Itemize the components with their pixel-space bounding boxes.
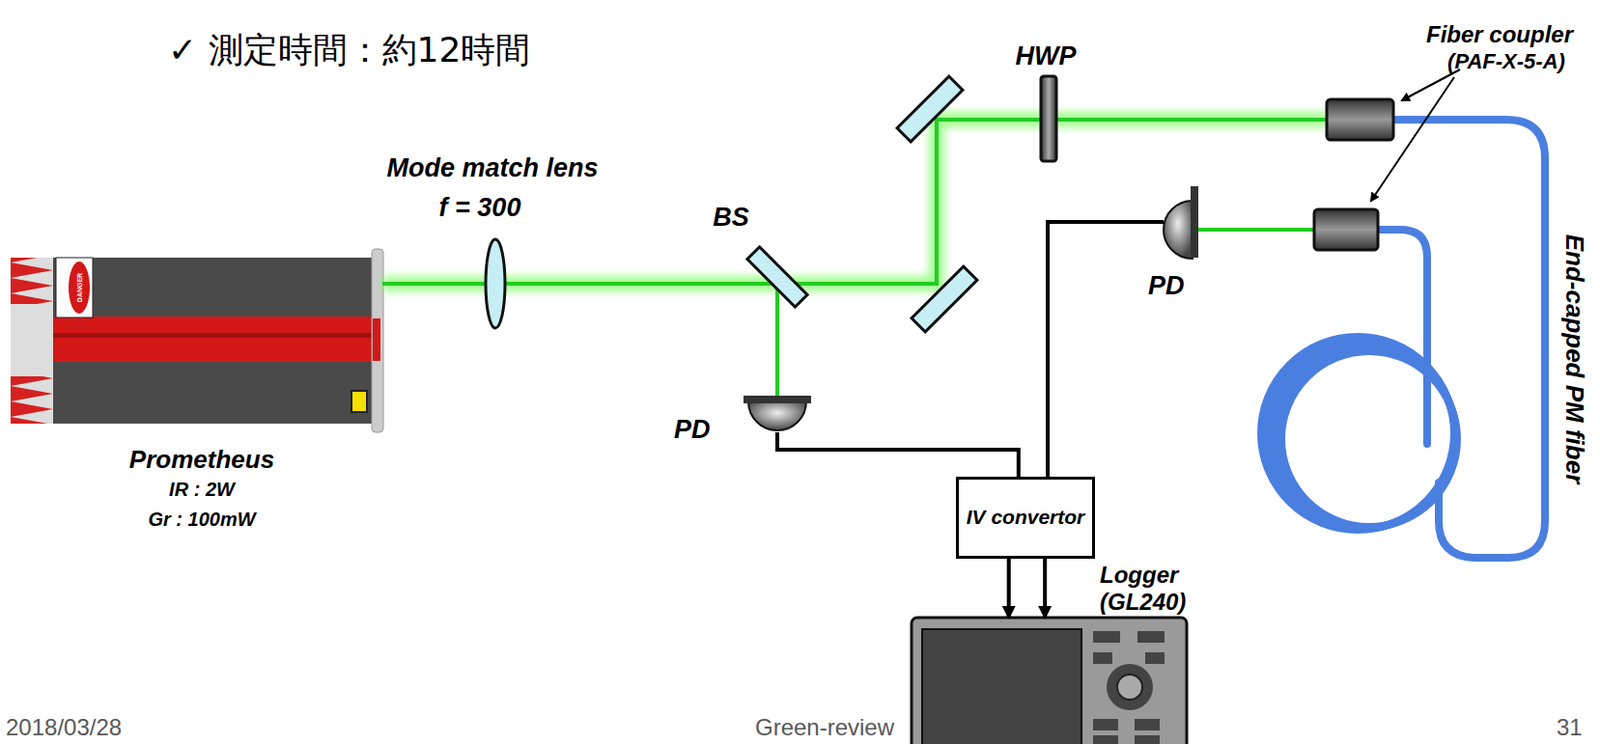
beam-splitter: [747, 247, 808, 308]
part-name: Prometheus: [129, 445, 275, 476]
photodiode-node: PD: [1163, 186, 1199, 258]
part-name: Fiber coupler: [1426, 21, 1573, 49]
part-name: PD: [1148, 271, 1185, 302]
heading-note: ✓ 測定時間：約12時間: [168, 27, 531, 75]
pm-fiber: [1261, 119, 1545, 559]
box-label: IV convertor: [960, 505, 1092, 530]
half-wave-plate: [1040, 76, 1057, 162]
part-name: PD: [673, 415, 711, 446]
photodiode: [743, 395, 812, 431]
signal-arrow: [1042, 559, 1047, 618]
signal-wire: [777, 432, 1019, 478]
signal-wire: [1047, 222, 1164, 478]
part-name: End-capped PM fiber: [1559, 234, 1590, 485]
part-name: Logger (GL240): [1099, 561, 1216, 616]
spec-value: IR : 2W: [168, 478, 235, 502]
mirror: [897, 76, 963, 142]
dimension: f = 300: [439, 193, 522, 224]
mode-match-lens: [485, 239, 506, 329]
data-logger: [911, 617, 1187, 744]
photodiode-node: PD: [743, 392, 812, 433]
page-number: 31: [1556, 714, 1583, 742]
fiber-coupler: [1326, 99, 1394, 141]
leader-arrow: [1402, 69, 1460, 101]
signal-arrow: [1007, 559, 1011, 618]
part-name: Mode match lens: [386, 153, 598, 184]
part-name: BS: [712, 202, 750, 233]
footer-title: Green-review: [755, 714, 895, 742]
logger-node: Logger (GL240): [911, 617, 1187, 744]
footer-date: 2018/03/28: [5, 714, 122, 742]
process-box: IV convertor: [955, 477, 1095, 560]
fiber-coupler: [1314, 209, 1378, 251]
mirror: [911, 266, 978, 333]
warning-sticker: DANGER: [76, 273, 84, 303]
part-name: HWP: [1015, 41, 1077, 72]
part-number: (PAF-X-5-A): [1447, 49, 1566, 75]
green-beam: [382, 119, 1327, 400]
leader-arrow: [1371, 77, 1455, 201]
photodiode: [1163, 186, 1199, 259]
spec-value: Gr : 100mW: [147, 508, 255, 532]
laser-head: [10, 249, 384, 433]
